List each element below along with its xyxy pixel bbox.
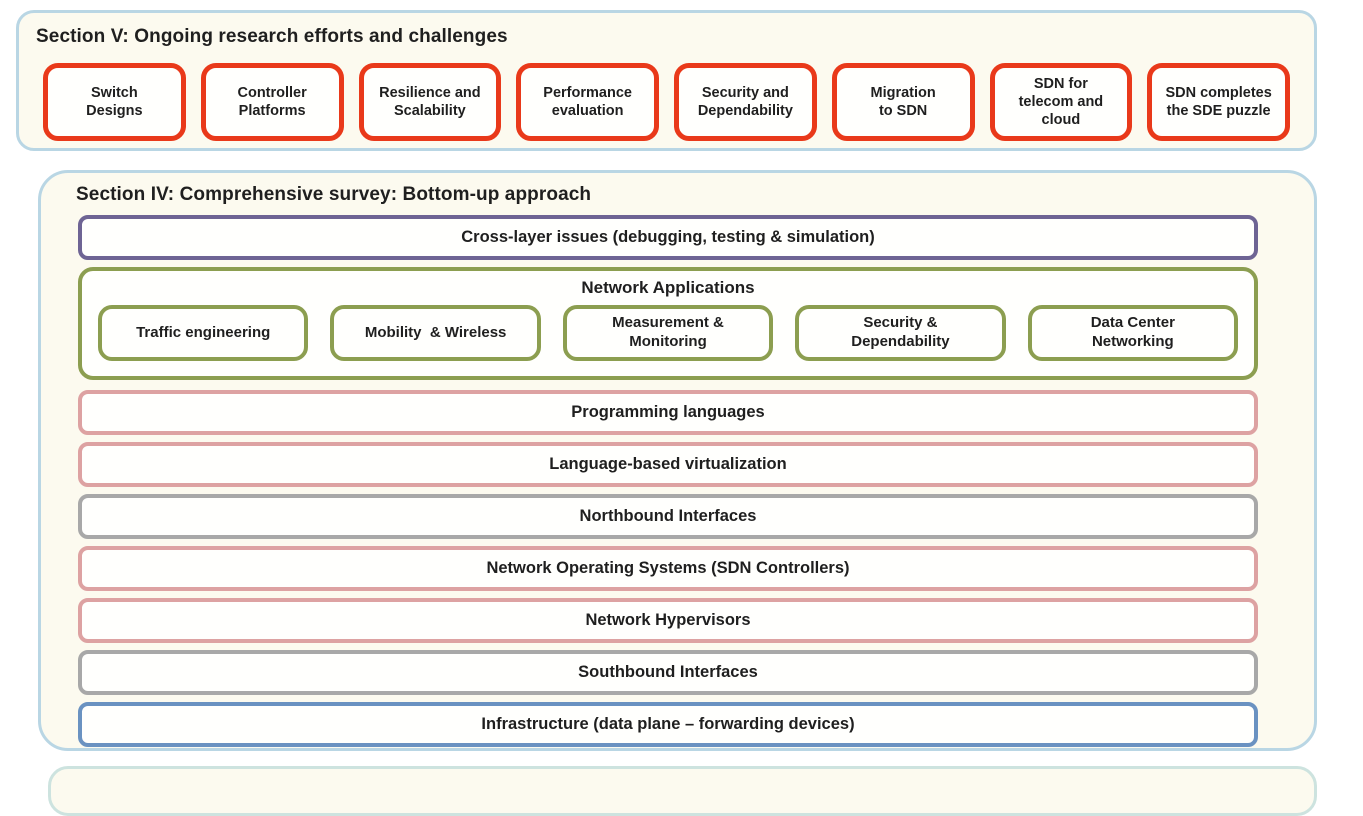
- section-v-title: Section V: Ongoing research efforts and …: [36, 26, 508, 47]
- section-iv-title: Section IV: Comprehensive survey: Bottom…: [76, 184, 592, 205]
- research-topic-box: Migration to SDN: [831, 63, 975, 141]
- layer-bar: Northbound Interfaces: [78, 494, 1258, 539]
- network-applications-box: Network Applications Traffic engineering…: [78, 267, 1258, 380]
- section-v-container: Section V: Ongoing research efforts and …: [16, 10, 1317, 151]
- layer-bar: Programming languages: [78, 390, 1258, 435]
- network-applications-row: Traffic engineering Mobility & Wireless Me…: [82, 305, 1254, 361]
- layer-bar: Language-based virtualization: [78, 442, 1258, 487]
- network-application-box: Security & Dependability: [795, 305, 1006, 361]
- section-iv-container: Section IV: Comprehensive survey: Bottom…: [38, 170, 1317, 751]
- research-topic-box: Security and Dependability: [674, 63, 817, 141]
- research-topic-box: Switch Designs: [43, 63, 186, 141]
- next-section-clipped-edge: [48, 766, 1317, 816]
- cross-layer-bar: Cross-layer issues (debugging, testing &…: [78, 215, 1258, 260]
- layer-bar: Infrastructure (data plane – forwarding …: [78, 702, 1258, 747]
- network-application-box: Data Center Networking: [1027, 305, 1239, 361]
- research-topic-box: SDN completes the SDE puzzle: [1147, 63, 1290, 141]
- network-applications-title: Network Applications: [581, 278, 755, 297]
- research-topic-box: Performance evaluation: [516, 63, 659, 141]
- network-application-box: Mobility & Wireless: [330, 305, 541, 361]
- layer-bar: Network Operating Systems (SDN Controlle…: [78, 546, 1258, 591]
- network-application-box: Traffic engineering: [98, 305, 309, 361]
- section-iv-content: Cross-layer issues (debugging, testing &…: [78, 215, 1258, 747]
- research-topic-box: SDN for telecom and cloud: [989, 63, 1133, 141]
- research-topic-box: Resilience and Scalability: [358, 63, 502, 141]
- research-topic-box: Controller Platforms: [200, 63, 344, 141]
- layer-bar: Network Hypervisors: [78, 598, 1258, 643]
- network-application-box: Measurement & Monitoring: [562, 305, 774, 361]
- layer-bar: Southbound Interfaces: [78, 650, 1258, 695]
